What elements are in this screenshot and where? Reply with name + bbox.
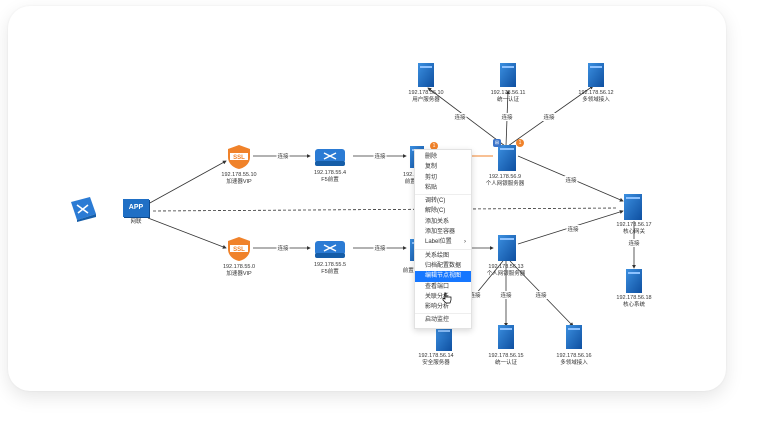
server-icon — [624, 194, 642, 220]
menu-divider — [415, 194, 471, 196]
menu-item-paste[interactable]: 粘贴 — [425, 184, 438, 191]
edge-app-core-dashed[interactable] — [152, 207, 619, 212]
edge-label: 连接 — [627, 239, 641, 247]
ssl-shield-icon: SSL — [228, 237, 250, 261]
edge-label: 连接 — [373, 152, 387, 160]
bottom-server-1[interactable] — [434, 326, 454, 357]
topology-canvas-card: 连接 连接 连接 连接 连接 连接 连接 连接 连接 连接 连接 连接 连接 A… — [8, 6, 726, 391]
edge-label: 连接 — [276, 244, 290, 252]
svg-text:SSL: SSL — [233, 155, 245, 161]
top-server-3[interactable] — [586, 62, 606, 93]
server-icon — [498, 145, 516, 171]
menu-item-impact-analysis[interactable]: 影响分析 — [425, 304, 450, 311]
edge-label: 连接 — [566, 225, 580, 233]
edge-label: 连接 — [542, 113, 556, 121]
menu-divider — [415, 248, 471, 250]
app-badge: APP — [123, 199, 149, 217]
fw2-node[interactable] — [314, 238, 346, 265]
menu-item-add-to-container[interactable]: 添加至容器 — [425, 229, 456, 236]
edge-app-vip1[interactable] — [147, 160, 227, 205]
edge-label: 连接 — [276, 152, 290, 160]
hub2-node[interactable] — [496, 234, 518, 267]
menu-item-copy[interactable]: 复制 — [425, 164, 438, 171]
server-icon — [498, 325, 514, 349]
menu-item-archive-config[interactable]: 归档配置数据 — [425, 262, 462, 269]
server-icon — [626, 269, 642, 293]
top-server-2[interactable] — [498, 62, 518, 93]
core-node[interactable] — [622, 193, 644, 226]
menu-item-add-relation[interactable]: 添加关系 — [425, 218, 450, 225]
router-icon — [315, 149, 345, 166]
server-icon — [418, 63, 434, 87]
core2-node[interactable] — [624, 268, 644, 299]
server-icon — [566, 325, 582, 349]
bottom-server-3[interactable] — [564, 324, 584, 355]
network-client-icon — [71, 197, 96, 222]
group-badge-icon: ⊞ — [493, 139, 501, 147]
menu-item-delete[interactable]: 删除 — [425, 154, 438, 160]
edge-label: 连接 — [499, 291, 513, 299]
edge-label: 连接 — [373, 244, 387, 252]
menu-divider — [415, 313, 471, 315]
node-label: 网联 — [130, 219, 142, 225]
client-node[interactable] — [68, 196, 98, 227]
topology-edges — [147, 85, 636, 329]
edge-label: 连接 — [564, 176, 578, 184]
top-server-1[interactable] — [416, 62, 436, 93]
alert-badge: 1 — [430, 142, 438, 150]
menu-item-label-position[interactable]: Label位置 › — [415, 237, 471, 247]
svg-text:SSL: SSL — [233, 247, 245, 253]
edge-label: 连接 — [468, 291, 482, 299]
menu-item-cut[interactable]: 剪切 — [425, 174, 438, 181]
node-label: 前置服 — [402, 268, 420, 274]
menu-item-edit-node-view[interactable]: 编辑节点视图 — [415, 271, 471, 282]
hub1-node[interactable] — [496, 144, 518, 177]
menu-item-release[interactable]: 解除(C) — [425, 208, 446, 215]
app-node[interactable]: APP — [123, 199, 149, 217]
chevron-right-icon: › — [464, 239, 466, 246]
edge-label: 连接 — [453, 113, 467, 121]
vip1-node[interactable]: SSL — [226, 144, 252, 175]
hand-cursor-icon — [442, 292, 452, 304]
server-icon — [588, 63, 604, 87]
menu-item-relation-drawing[interactable]: 关系绘图 — [425, 252, 450, 259]
menu-item-label: Label位置 — [425, 239, 452, 246]
server-icon — [500, 63, 516, 87]
menu-item-correlation-analysis[interactable]: 关联分析 — [425, 293, 450, 300]
edge-app-vip2[interactable] — [147, 217, 227, 249]
menu-item-view-ports[interactable]: 查看端口 — [425, 283, 450, 290]
fw1-node[interactable] — [314, 146, 346, 173]
edge-label: 连接 — [534, 291, 548, 299]
vip2-node[interactable]: SSL — [226, 236, 252, 267]
server-icon — [498, 235, 516, 261]
server-icon — [436, 327, 452, 351]
menu-item-start-monitoring[interactable]: 启动监控 — [425, 317, 450, 324]
bottom-server-2[interactable] — [496, 324, 516, 355]
menu-item-adjust[interactable]: 调转(C) — [425, 198, 446, 205]
router-icon — [315, 241, 345, 258]
edge-label: 连接 — [500, 113, 514, 121]
alert-badge: 1 — [516, 139, 524, 147]
ssl-shield-icon: SSL — [228, 145, 250, 169]
